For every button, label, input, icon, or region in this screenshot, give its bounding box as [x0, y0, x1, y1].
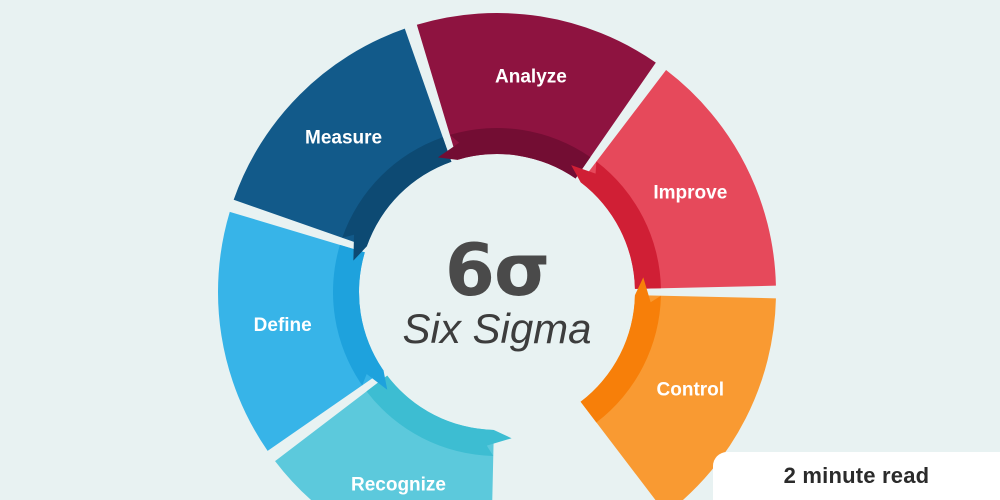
wheel-segments — [218, 13, 776, 500]
segment-label-improve: Improve — [653, 183, 727, 204]
segment-arrow-control — [580, 277, 661, 423]
segment-body-recognize[interactable] — [275, 375, 494, 500]
wheel-segment-recognize[interactable] — [275, 375, 512, 500]
read-time-badge: 2 minute read — [713, 452, 1000, 500]
segment-arrow-improve — [571, 161, 661, 289]
wheel-segment-labels: Recognize Define Measure AnalyzeImproveCont… — [254, 67, 728, 496]
segment-arrow-define — [333, 244, 388, 390]
wheel-segment-improve[interactable] — [571, 70, 776, 289]
wheel-segment-analyze[interactable] — [416, 13, 656, 179]
segment-arrow-analyze — [437, 128, 591, 179]
wheel-segment-define[interactable] — [218, 211, 388, 451]
wheel-segment-control[interactable] — [580, 277, 776, 500]
segment-arrow-measure — [342, 137, 452, 261]
segment-arrow-recognize — [366, 375, 512, 456]
segment-label-analyze: Analyze — [495, 67, 567, 88]
wheel-segment-measure[interactable] — [233, 28, 452, 261]
segment-label-measure: Measure — [305, 128, 382, 149]
read-time-label: 2 minute read — [783, 463, 930, 488]
segment-label-control: Control — [657, 380, 725, 401]
segment-label-recognize: Recognize — [351, 474, 446, 495]
segment-label-define: Define — [254, 315, 312, 336]
